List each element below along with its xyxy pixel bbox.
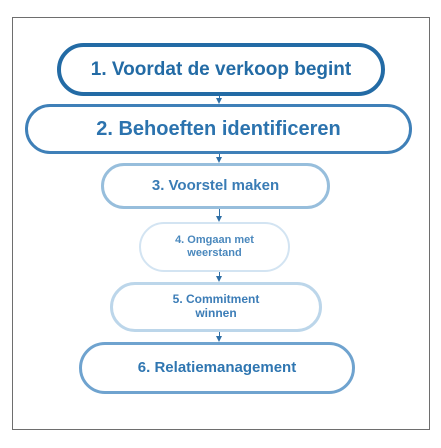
step-6-relationship-management: 6. Relatiemanagement <box>79 342 355 394</box>
step-5-win-commitment: 5. Commitment winnen <box>110 282 322 332</box>
step-2-label: 2. Behoeften identificeren <box>96 117 341 140</box>
step-4-handle-resistance: 4. Omgaan met weerstand <box>139 222 290 272</box>
step-5-label: 5. Commitment winnen <box>172 292 260 320</box>
step-2-identify-needs: 2. Behoeften identificeren <box>25 104 412 154</box>
step-4-label: 4. Omgaan met weerstand <box>175 234 254 259</box>
step-6-label: 6. Relatiemanagement <box>137 359 297 377</box>
step-3-make-proposal: 3. Voorstel maken <box>101 163 330 209</box>
step-1-before-sale: 1. Voordat de verkoop begint <box>57 43 385 96</box>
step-1-label: 1. Voordat de verkoop begint <box>90 58 352 80</box>
step-3-label: 3. Voorstel maken <box>151 177 280 195</box>
